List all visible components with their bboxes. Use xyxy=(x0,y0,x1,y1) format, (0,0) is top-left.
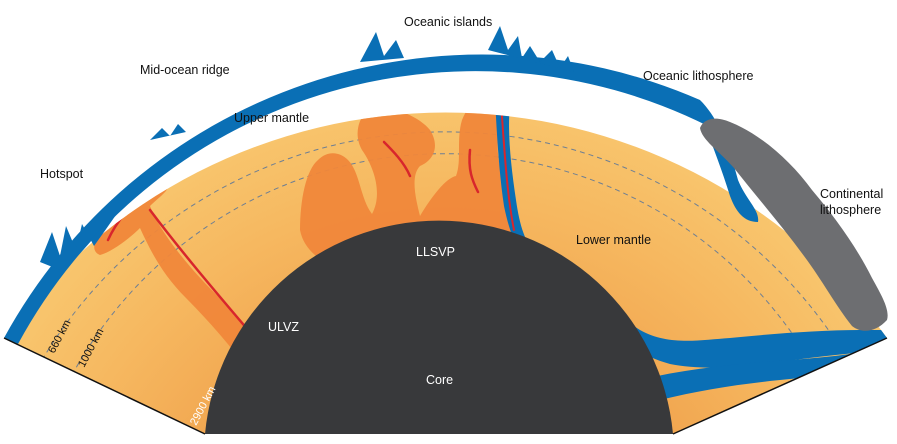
hotspot-spikes xyxy=(40,212,118,270)
wedge-edge-left xyxy=(3,337,206,435)
label-ulvz: ULVZ xyxy=(268,320,299,334)
label-continental-1: Continental xyxy=(820,187,883,201)
subducting-slab xyxy=(494,112,553,272)
label-oceanic-lithosphere: Oceanic lithosphere xyxy=(643,69,754,83)
label-continental-2: lithosphere xyxy=(820,203,881,217)
llsvp-streak-1 xyxy=(382,140,412,178)
llsvp-streak-2 xyxy=(468,148,480,194)
hotspot-plume xyxy=(94,173,262,372)
label-hotspot: Hotspot xyxy=(40,167,84,181)
oceanic-lithosphere-rim xyxy=(4,54,708,345)
label-lower-mantle: Lower mantle xyxy=(576,233,651,247)
continental-lithosphere xyxy=(700,118,888,331)
wedge-edge-right xyxy=(672,337,888,435)
subducting-slab-streak xyxy=(499,112,515,231)
label-core: Core xyxy=(426,373,453,387)
label-oceanic-islands: Oceanic islands xyxy=(404,15,492,29)
llsvp-plume xyxy=(300,112,530,272)
ridge-spikes xyxy=(150,124,186,140)
label-llsvp: LLSVP xyxy=(416,245,455,259)
oceanic-island-spikes xyxy=(360,26,574,72)
core xyxy=(205,220,673,434)
label-mid-ocean-ridge: Mid-ocean ridge xyxy=(140,63,230,77)
boundary-1000km xyxy=(71,153,819,376)
label-upper-mantle: Upper mantle xyxy=(234,111,309,125)
